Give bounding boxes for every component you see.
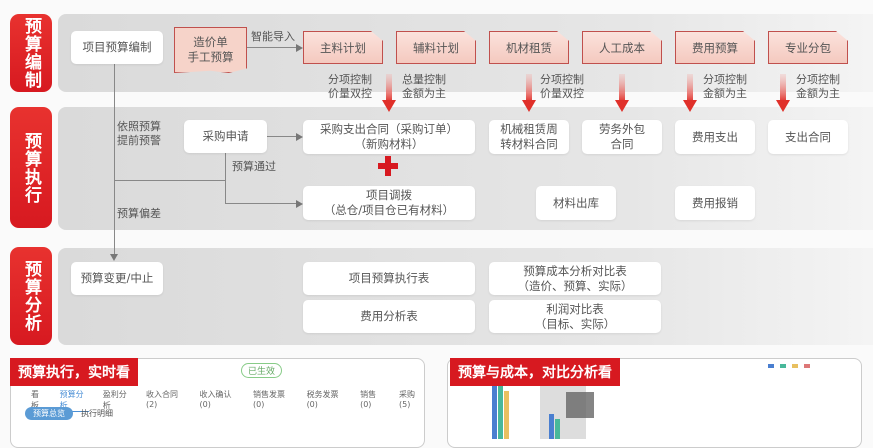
- material-out-box[interactable]: 材料出库: [536, 186, 616, 220]
- profit-compare-box[interactable]: 利润对比表 （目标、实际）: [489, 300, 661, 333]
- tab[interactable]: 税务发票(0): [306, 390, 339, 409]
- tab[interactable]: 预算分析: [59, 389, 89, 412]
- budget-exec-label: 预算执行，实时看: [10, 358, 138, 386]
- connector-line: [267, 136, 300, 137]
- connector-line: [225, 153, 226, 203]
- chart-bar: [549, 414, 554, 439]
- chart-bar: [498, 384, 503, 439]
- cost-compare-label: 预算与成本，对比分析看: [450, 358, 620, 386]
- expense-analysis-box[interactable]: 费用分析表: [303, 300, 475, 333]
- plan-labor-cost[interactable]: 人工成本: [582, 31, 662, 64]
- stage-label-analysis: 预算分析: [10, 247, 52, 345]
- labor-contract-box[interactable]: 劳务外包 合同: [582, 120, 662, 154]
- stage-label-exec: 预算执行: [10, 107, 52, 228]
- down-arrow-icon: [382, 74, 396, 112]
- arrow-head: [296, 133, 303, 141]
- plan-equipment-rental[interactable]: 机材租赁: [489, 31, 569, 64]
- tab[interactable]: 看板: [31, 390, 39, 410]
- tab[interactable]: 收入确认(0): [199, 390, 232, 409]
- subtab-overview[interactable]: 预算总览: [25, 407, 73, 420]
- connector-line: [114, 64, 115, 256]
- connector-line: [225, 203, 300, 204]
- down-arrow-icon: [522, 74, 536, 112]
- down-arrow-icon: [615, 74, 629, 112]
- plan-expense-budget[interactable]: 费用预算: [675, 31, 755, 64]
- control-note: 分项控制 价量双控: [540, 73, 584, 100]
- control-note: 分项控制 金额为主: [703, 73, 747, 100]
- tab[interactable]: 销售发票(0): [253, 390, 286, 409]
- smart-import-label: 智能导入: [251, 30, 295, 43]
- plus-icon: [385, 156, 391, 176]
- arrow-head: [110, 254, 118, 261]
- connector-line: [247, 47, 300, 48]
- exec-table-box[interactable]: 项目预算执行表: [303, 262, 475, 295]
- down-arrow-icon: [683, 74, 697, 112]
- chart-bar: [555, 419, 560, 439]
- arrow-head: [296, 200, 303, 208]
- deviation-label: 预算偏差: [117, 207, 161, 220]
- arrow-head: [296, 44, 303, 52]
- purchase-request-box[interactable]: 采购申请: [184, 120, 267, 153]
- tab[interactable]: 销售(0): [360, 390, 377, 409]
- reimbursement-box[interactable]: 费用报销: [675, 186, 755, 220]
- stage-label-plan: 预算编制: [10, 14, 52, 92]
- subtab-detail[interactable]: 执行明细: [81, 409, 113, 418]
- status-badge: 已生效: [241, 363, 283, 378]
- tab[interactable]: 盈利分析: [102, 390, 127, 410]
- plan-subcontract[interactable]: 专业分包: [768, 31, 848, 64]
- plan-main-material[interactable]: 主料计划: [303, 31, 383, 64]
- control-note: 分项控制 价量双控: [328, 73, 372, 100]
- plan-aux-material[interactable]: 辅料计划: [396, 31, 476, 64]
- warning-label: 依照预算 提前预警: [117, 120, 161, 147]
- transfer-box[interactable]: 项目调拨 （总仓/项目仓已有材料）: [303, 186, 475, 220]
- chart-tooltip: [566, 392, 594, 418]
- control-note: 总量控制 金额为主: [402, 73, 446, 100]
- purchase-contract-box[interactable]: 采购支出合同（采购订单） （新购材料）: [303, 120, 475, 154]
- connector-line: [114, 180, 225, 181]
- expense-contract-box[interactable]: 支出合同: [768, 120, 848, 154]
- budget-change-box[interactable]: 预算变更/中止: [71, 262, 163, 295]
- tab[interactable]: 收入合同(2): [145, 390, 178, 409]
- cost-doc-box[interactable]: 造价单 手工预算: [174, 27, 247, 73]
- down-arrow-icon: [776, 74, 790, 112]
- rental-contract-box[interactable]: 机械租赁周 转材料合同: [489, 120, 569, 154]
- chart-legend: [768, 364, 810, 368]
- cost-compare-box[interactable]: 预算成本分析对比表 （造价、预算、实际）: [489, 262, 661, 295]
- tab[interactable]: 采购(5): [399, 390, 416, 409]
- chart-bar: [504, 391, 509, 439]
- chart-bar: [492, 379, 497, 439]
- expense-box[interactable]: 费用支出: [675, 120, 755, 154]
- tab-bar: 看板 预算分析 盈利分析 收入合同(2) 收入确认(0) 销售发票(0) 税务发…: [31, 389, 424, 412]
- control-note: 分项控制 金额为主: [796, 73, 840, 100]
- budget-passed-label: 预算通过: [232, 160, 276, 173]
- project-budget-box[interactable]: 项目预算编制: [71, 31, 163, 64]
